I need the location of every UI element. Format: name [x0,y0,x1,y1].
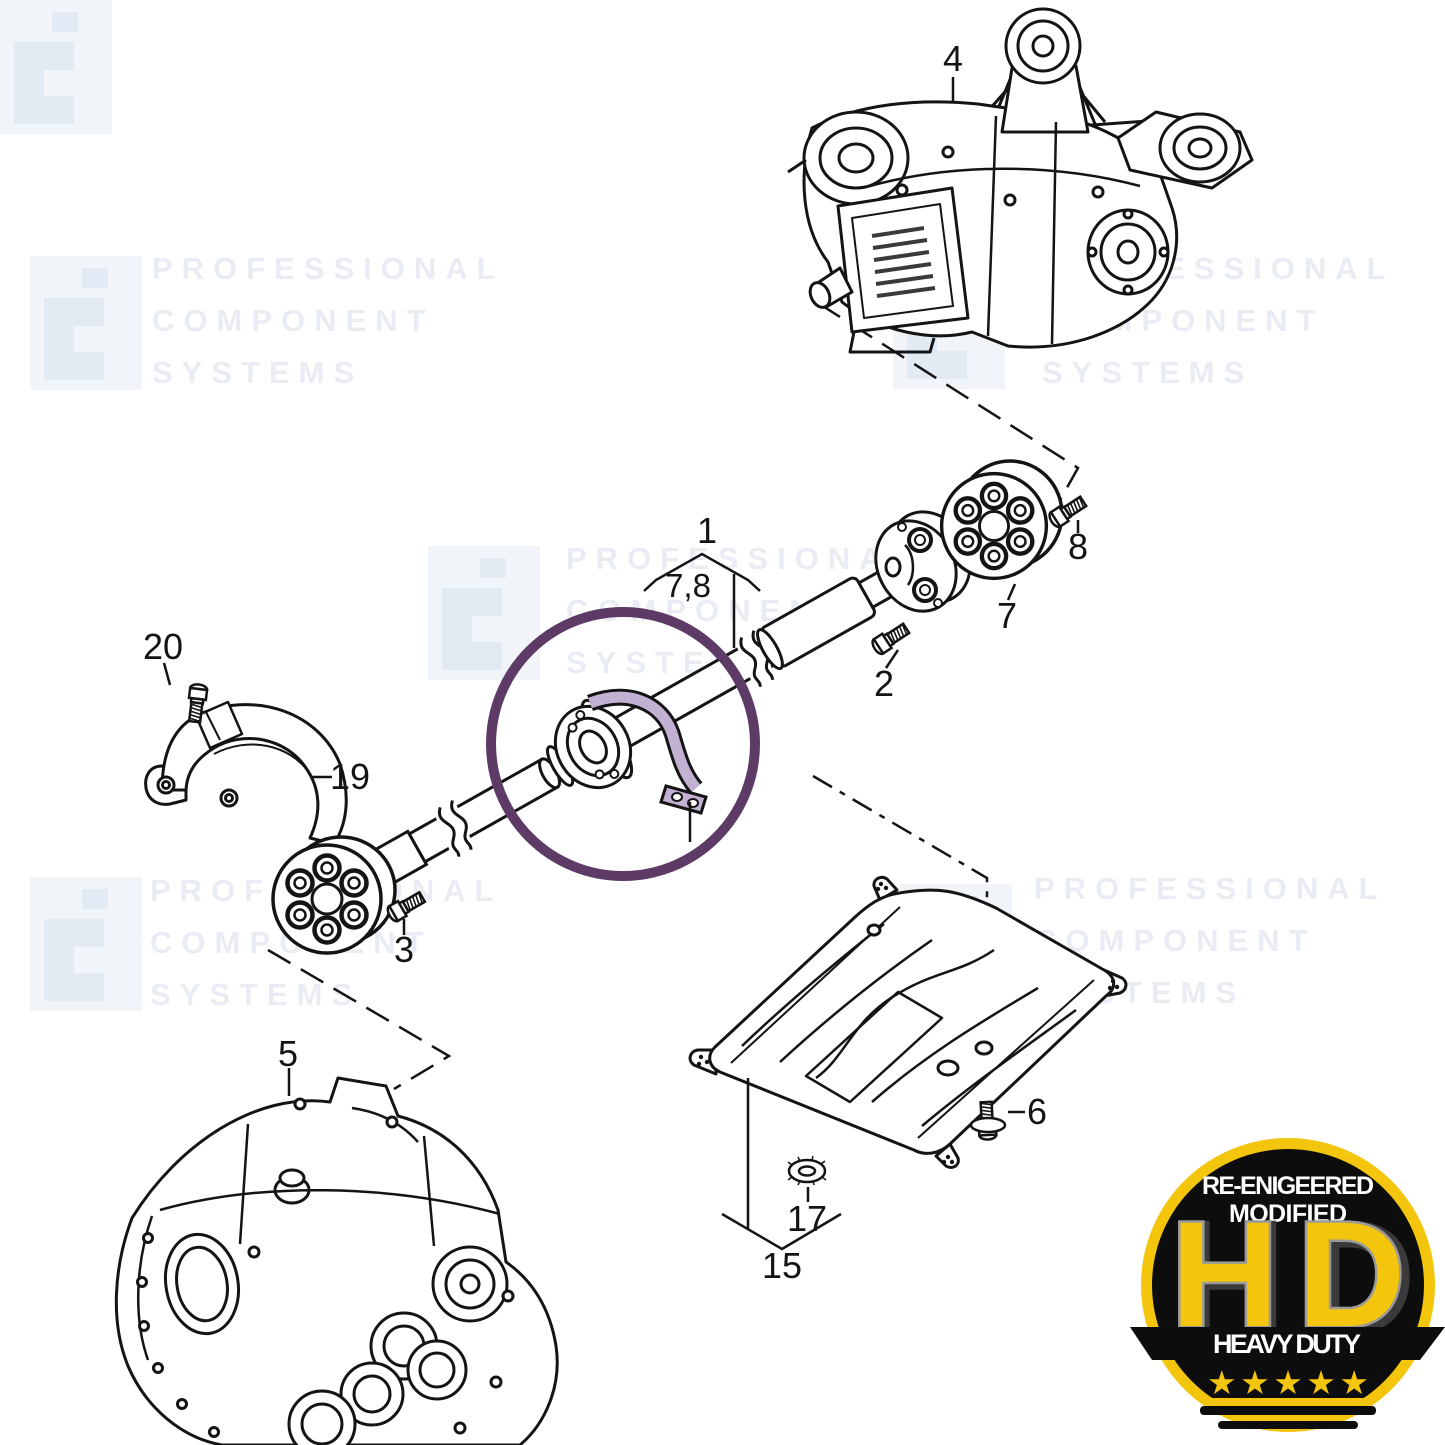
watermark-text: PROFESSIONAL [1034,871,1387,906]
part-label-1: 1 [696,510,718,551]
part-label-3: 3 [393,929,415,970]
flex-disc-front [273,835,397,953]
badge-line2: MODIFIED [1229,1200,1347,1228]
part-label-8: 8 [1067,526,1089,567]
part-label-6: 6 [1026,1091,1048,1132]
center-bearing-assembly [546,688,708,815]
watermark-text: COMPONENT [1034,923,1317,958]
highlight-circle [486,607,760,881]
badge-bar [1218,1421,1358,1429]
gearbox-drawing [114,1076,559,1445]
watermark-text: SYSTEMS [150,977,362,1012]
watermark-text: COMPONENT [152,303,435,338]
speed-nut-17 [787,1155,827,1186]
watermark-text: PROFESSIONAL [566,541,919,576]
watermark-logo [0,0,1012,1018]
part-label-17: 17 [786,1198,828,1239]
propshaft-heat-shield-drawing [144,700,348,846]
label-leader-lines [162,77,1080,1251]
bolt-6 [969,1100,1007,1142]
part-label-15: 15 [761,1245,803,1286]
part-label-7: 7 [996,595,1018,636]
driveshaft-drawing [273,459,1090,953]
exhaust-heat-shield-drawing [688,875,1128,1169]
part-label-4: 4 [942,38,964,79]
watermark-text: PROFESSIONAL [152,251,505,286]
badge-bar [1200,1406,1376,1415]
hd-heavy-duty-badge: RE-ENIGEERED MODIFIED HD HD HEAVY DUTY ★… [1130,1138,1445,1432]
watermark-text: SYSTEMS [1042,355,1254,390]
part-label-5: 5 [277,1033,299,1074]
watermark-text: SYSTEMS [152,355,364,390]
badge-line1: RE-ENIGEERED [1202,1172,1374,1200]
part-label-20: 20 [142,626,184,667]
badge-banner [1130,1327,1445,1360]
rear-differential-drawing [787,7,1254,354]
badge-banner-text: HEAVY DUTY [1213,1329,1363,1359]
part-label-7-8: 7,8 [665,567,711,604]
bolt-2 [868,620,913,658]
flex-disc-rear [942,459,1064,578]
part-label-19: 19 [329,756,371,797]
part-label-2: 2 [873,663,895,704]
badge-stars: ★★★★★ [1207,1363,1369,1402]
